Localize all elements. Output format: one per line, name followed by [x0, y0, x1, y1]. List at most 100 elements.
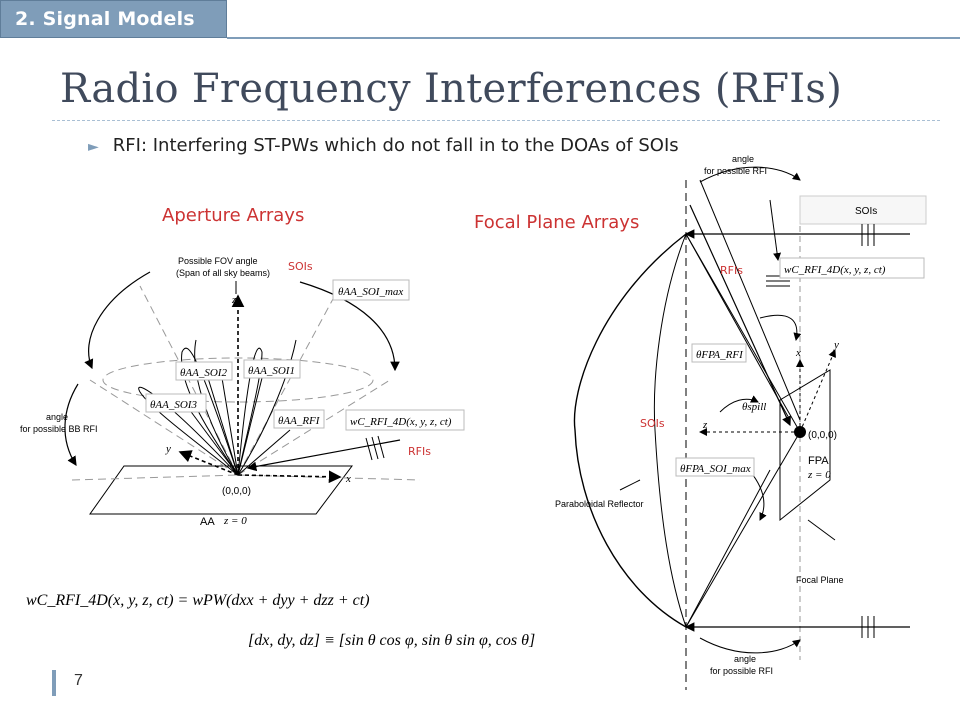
top-angle-label-2: for possible RFI: [704, 166, 767, 176]
bb-angle-label-2: for possible BB RFI: [20, 424, 98, 434]
fov-ellipse: [102, 357, 374, 403]
top-angle-arc: [699, 166, 801, 183]
aa-x-axis-label: x: [345, 473, 351, 485]
theta-rfi-box: [273, 409, 325, 429]
aperture-diagram: Possible FOV angle (Span of all sky beam…: [20, 256, 465, 528]
bottom-angle-label-2: for possible RFI: [710, 666, 773, 676]
fov-arc-left: [84, 271, 151, 370]
theta-soi3: θAA_SOI3: [150, 399, 197, 411]
theta-soi1: θAA_SOI1: [248, 365, 295, 377]
theta-soi2: θAA_SOI2: [180, 367, 227, 379]
beam-soi1: [237, 347, 263, 476]
sois-box-label: SOIs: [855, 206, 877, 217]
ray-3: [237, 377, 263, 476]
fpa-plane: [779, 369, 831, 522]
rfi-wave-1: [365, 437, 373, 461]
title-divider: [52, 120, 940, 121]
rfi-wave-2: [371, 436, 379, 460]
fpa-w-rfi: wC_RFI_4D(x, y, z, ct): [784, 264, 886, 276]
y-axis: [178, 450, 239, 476]
page-number: 7: [74, 672, 83, 689]
bullet-text: RFI: Interfering ST-PWs which do not fal…: [112, 135, 679, 156]
bb-angle-arc: [64, 383, 79, 467]
rfi-direct-arrow: [689, 204, 791, 427]
rfi-arrow: [246, 439, 401, 472]
fpa-rfis-label: RFIs: [720, 264, 743, 277]
equation-2: [dx, dy, dz] ≡ [sin θ cos φ, sin θ sin φ…: [248, 632, 535, 649]
focal-plane-leader: [807, 519, 836, 541]
aa-w-rfi: wC_RFI_4D(x, y, z, ct): [350, 416, 452, 428]
bottom-angle-label-1: angle: [734, 654, 756, 664]
fpa-y-axis-label: y: [833, 339, 839, 351]
theta-fpa-rfi: θFPA_RFI: [696, 349, 744, 361]
x-axis: [237, 470, 342, 484]
beam-line-b: [237, 339, 297, 476]
fov-edge-right2: [237, 379, 391, 476]
fov-label-2: (Span of all sky beams): [176, 268, 270, 278]
ray-2: [221, 377, 239, 476]
reflector-leader: [619, 479, 641, 491]
reflector-inner: [653, 233, 687, 628]
fpa-origin-label: (0,0,0): [808, 430, 837, 441]
fov-base-line: [71, 474, 239, 481]
focal-heading: Focal Plane Arrays: [474, 212, 640, 233]
theta-soi-max-box: [332, 279, 410, 301]
fpa-x-axis-label: x: [795, 347, 801, 359]
reflector-curve: [573, 233, 687, 628]
theta-soi2-box: [175, 361, 233, 381]
fpa-z-zero: z = 0: [807, 469, 831, 481]
w-rfi-box: [345, 409, 465, 431]
equation-1: wC_RFI_4D(x, y, z, ct) = wPW(dxx + dyy +…: [26, 592, 370, 609]
aa-sois-label: SOIs: [288, 260, 313, 273]
theta-soi3-box: [145, 393, 207, 413]
fpa-w-rfi-box: [779, 257, 925, 279]
fov-label-1: Possible FOV angle: [178, 256, 258, 266]
aperture-heading: Aperture Arrays: [162, 205, 305, 226]
aa-z-axis-label: z: [231, 294, 237, 306]
focal-plane-label: Focal Plane: [796, 575, 844, 585]
beam-soi3: [138, 386, 239, 476]
theta-soi-max: θAA_SOI_max: [338, 286, 403, 298]
theta-fpa-rfi-box: [691, 343, 747, 363]
reflected-ray-3: [685, 469, 771, 628]
page-title: Radio Frequency Interferences (RFIs): [60, 66, 843, 112]
bottom-angle-arc: [699, 637, 801, 654]
focal-diagram: SOIs: [555, 154, 927, 690]
aa-plane: [89, 465, 353, 515]
top-angle-label-1: angle: [732, 154, 754, 164]
theta-soi1-box: [243, 359, 301, 379]
fpa-z-axis-label: z: [702, 419, 708, 431]
fpa-y-axis: [799, 349, 836, 433]
reflected-ray-2: [685, 431, 801, 628]
section-tab: 2. Signal Models: [0, 0, 227, 38]
bullet-marker-icon: ►: [88, 139, 99, 155]
bb-angle-label-1: angle: [46, 412, 68, 422]
fpa-label: FPA: [808, 455, 829, 467]
aa-label: AA: [200, 516, 215, 528]
ray-5: [237, 429, 291, 476]
theta-fpa-soi-max-box: [675, 457, 755, 477]
rfi-ray-2: [685, 233, 791, 421]
rfi-wave-3: [377, 435, 385, 459]
fov-edge-right: [237, 285, 341, 476]
aa-rfis-label: RFIs: [408, 445, 431, 458]
rfi-ray-1: [699, 179, 801, 421]
theta-spill: θspill: [742, 401, 766, 413]
header-rule: [227, 37, 960, 39]
spill-arc: [719, 395, 759, 413]
footer-accent-bar: [52, 670, 56, 696]
fov-edge-left2: [89, 379, 239, 476]
ray-4: [185, 404, 239, 476]
theta-fpa-soi-max: θFPA_SOI_max: [680, 463, 751, 475]
aa-origin-label: (0,0,0): [222, 486, 251, 497]
sois-box: [799, 195, 927, 225]
ray-1: [207, 377, 239, 476]
rfi-arrow-2: [769, 199, 782, 261]
section-label: 2. Signal Models: [15, 8, 195, 30]
fpa-rfi-arc: [759, 314, 802, 341]
aa-y-axis-label: y: [165, 443, 171, 455]
bullet-item: ► RFI: Interfering ST-PWs which do not fa…: [88, 135, 679, 156]
beam-soi2: [181, 347, 239, 476]
theta-rfi: θAA_RFI: [278, 415, 321, 427]
